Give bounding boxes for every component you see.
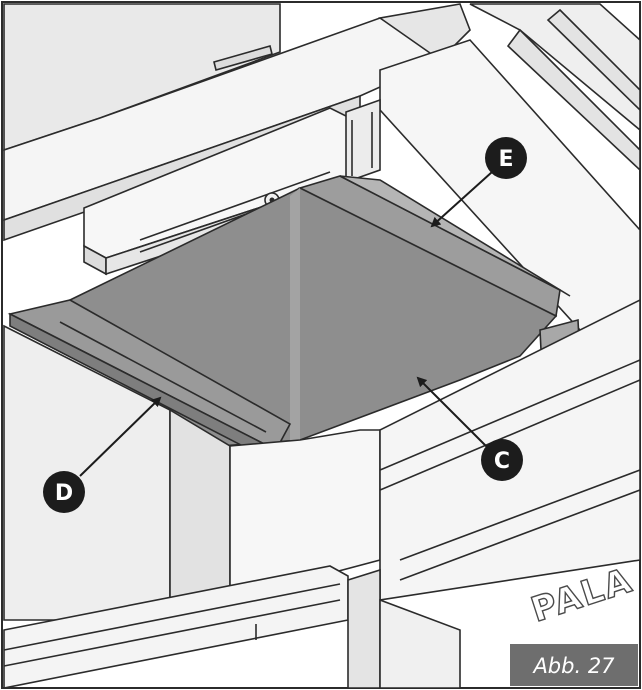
leader-d — [79, 396, 162, 477]
figure-label: Abb. 27 — [531, 654, 615, 678]
svg-text:D: D — [55, 481, 73, 506]
figure-label-badge: Abb. 27 — [510, 644, 638, 686]
leader-c — [416, 376, 489, 449]
svg-text:C: C — [494, 449, 510, 474]
leader-e — [430, 171, 493, 228]
bottom-rail — [3, 565, 461, 689]
svg-text:E: E — [498, 147, 513, 172]
vertical-post — [345, 98, 381, 184]
right-frame — [379, 3, 641, 331]
callout-e: E — [485, 137, 527, 179]
callout-d: D — [43, 471, 85, 513]
tray-highlight — [290, 188, 300, 442]
callout-c: C — [481, 439, 523, 481]
